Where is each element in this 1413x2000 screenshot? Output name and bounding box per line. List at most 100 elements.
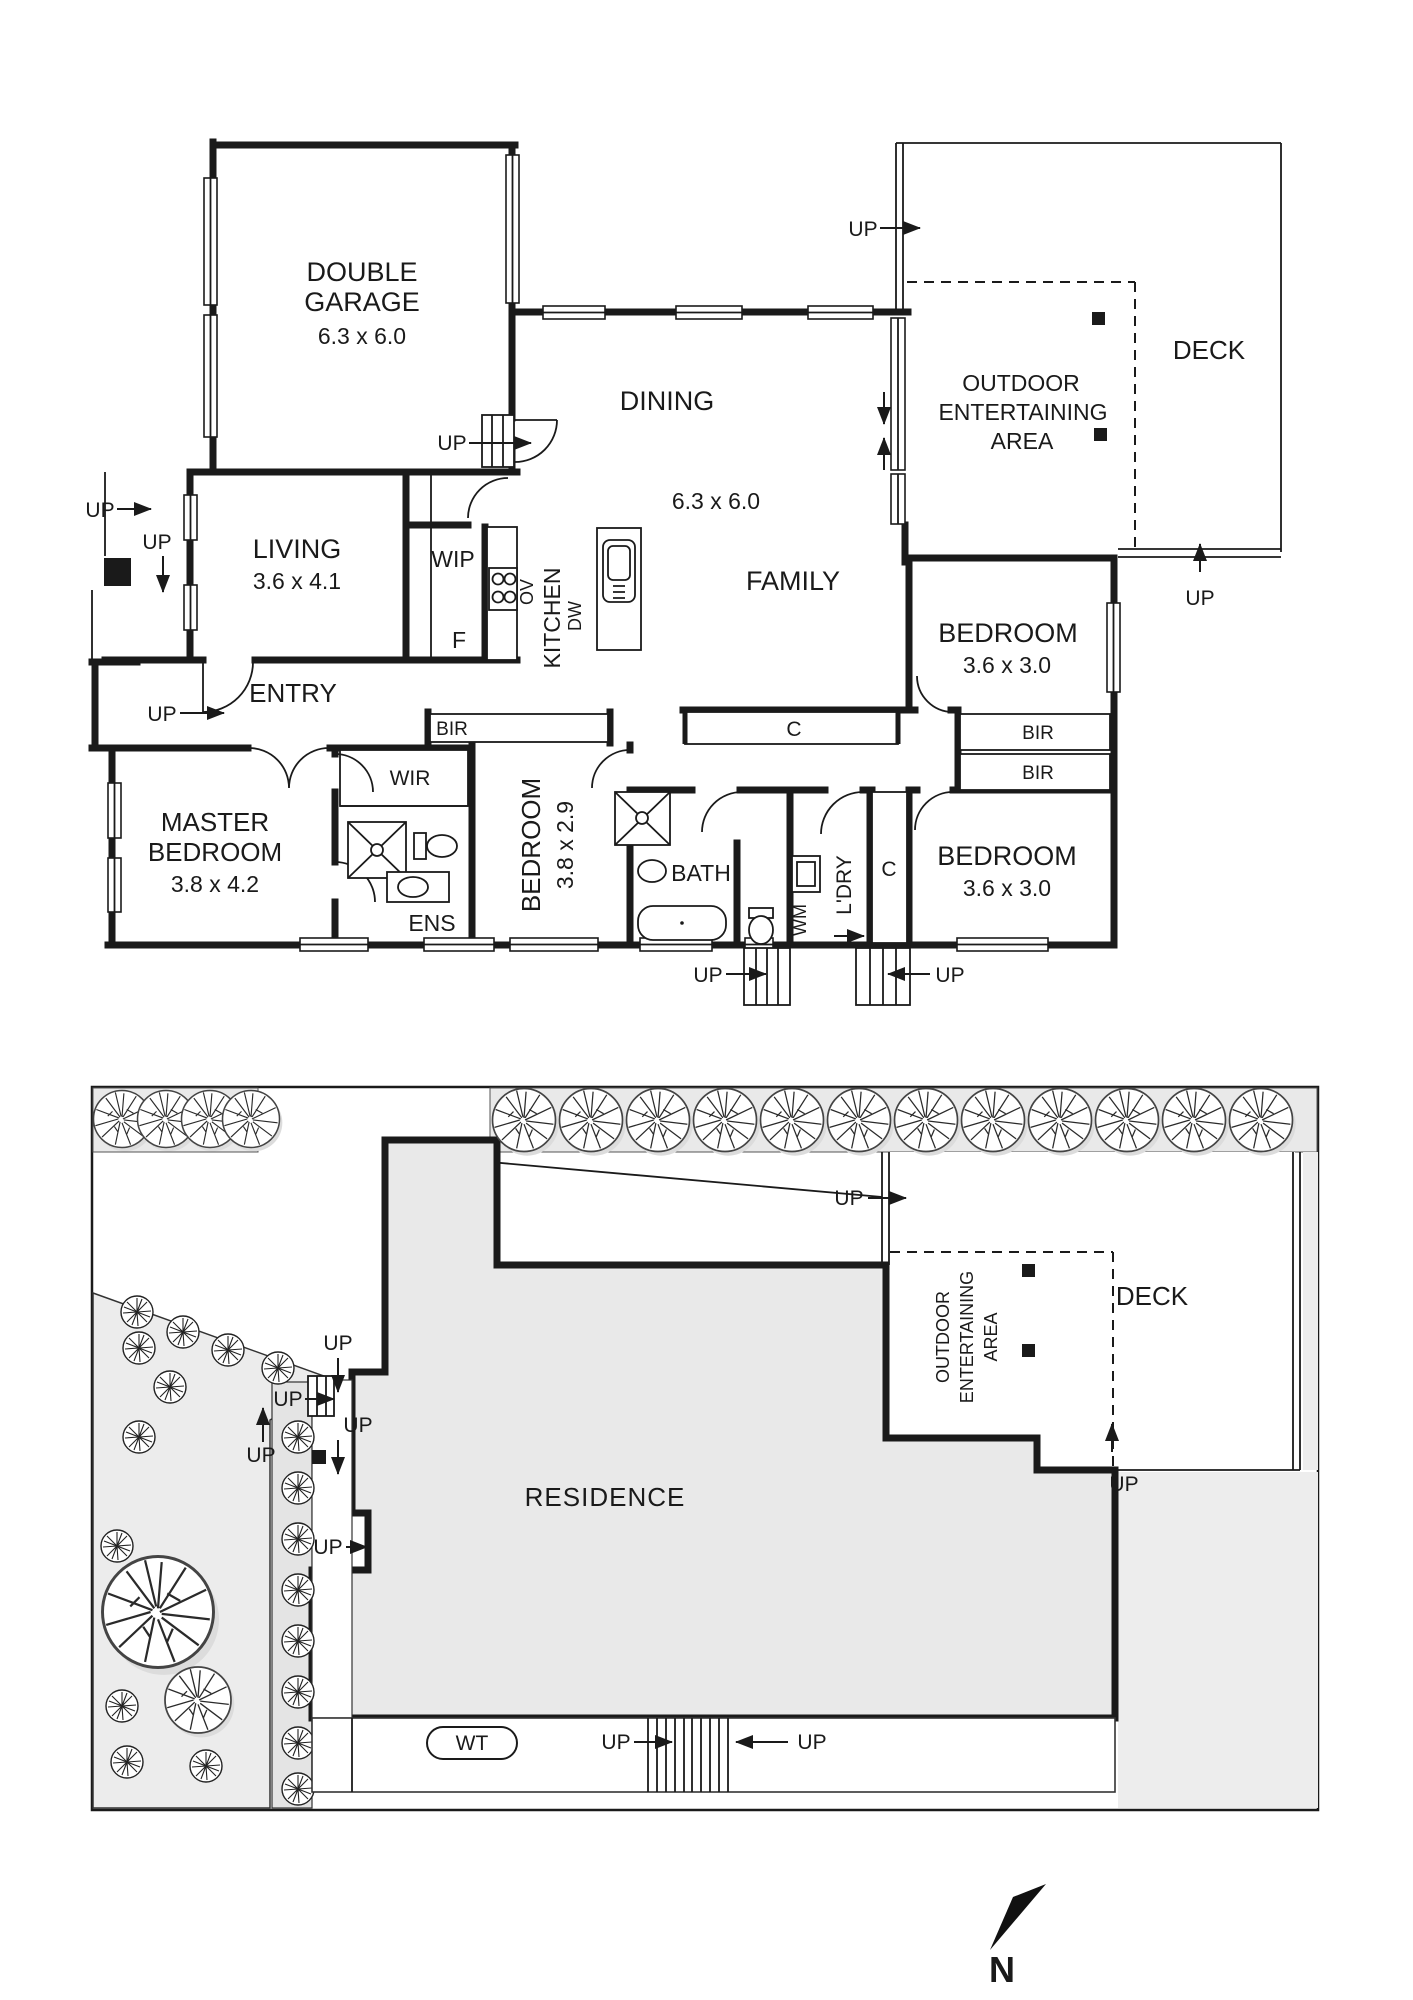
room-label-bedroom4: BEDROOM	[937, 841, 1077, 871]
window	[509, 937, 599, 952]
room-dim-family: 6.3 x 6.0	[672, 488, 760, 514]
window	[107, 857, 122, 913]
room-label-master-2: BEDROOM	[148, 837, 282, 867]
site-plan: RESIDENCE DECK OUTDOOR ENTERTAINING AREA…	[90, 1085, 1320, 1812]
stair-arrows	[117, 221, 1207, 981]
ensuite-fixtures	[347, 821, 458, 903]
shower-icon	[614, 791, 671, 846]
north-arrow-icon	[990, 1884, 1046, 1950]
room-label-wir: WIR	[390, 767, 431, 790]
site-up-1: UP	[323, 1332, 352, 1355]
window	[807, 305, 874, 320]
deck-post	[1092, 312, 1105, 325]
site-label-outdoor-3: AREA	[981, 1312, 1001, 1361]
front-steps-right	[691, 1718, 729, 1792]
room-dim-master: 3.8 x 4.2	[171, 871, 259, 897]
north-compass: N	[989, 1884, 1046, 1990]
floor-plan-labels: DOUBLE GARAGE 6.3 x 6.0 DINING 6.3 x 6.0…	[85, 218, 1245, 987]
bathtub-icon	[637, 905, 727, 941]
robes-closets	[339, 711, 1111, 944]
up-label-entry: UP	[147, 703, 176, 726]
site-up-front-left: UP	[601, 1731, 630, 1754]
site-label-outdoor-2: ENTERTAINING	[957, 1271, 977, 1403]
room-label-kitchen: KITCHEN	[539, 568, 565, 669]
window	[203, 314, 218, 438]
garden-bed	[92, 1291, 337, 1809]
window	[1106, 602, 1121, 693]
rear-stairs-right	[855, 947, 911, 1006]
up-label-porch-2: UP	[142, 531, 171, 554]
garage-stairs	[481, 414, 515, 468]
room-label-bedroom2: BEDROOM	[516, 778, 546, 912]
fixture-label-wm: WM	[790, 904, 810, 936]
room-dim-living: 3.6 x 4.1	[253, 568, 341, 594]
window	[956, 937, 1049, 952]
room-label-master-1: MASTER	[161, 807, 269, 837]
window	[542, 305, 606, 320]
verandah-band	[311, 1717, 1116, 1793]
fixture-label-fridge: F	[452, 627, 466, 653]
room-label-ens: ENS	[408, 910, 455, 936]
window	[505, 154, 520, 304]
room-label-laundry: L'DRY	[833, 855, 856, 915]
outdoor-area-dashed-boundary	[907, 281, 1136, 550]
up-label-deck-top: UP	[848, 218, 877, 241]
window	[299, 937, 369, 952]
driveway-edge	[489, 1161, 883, 1198]
water-tank-icon	[426, 1726, 518, 1760]
deck-post	[1022, 1344, 1035, 1357]
site-label-deck: DECK	[1116, 1281, 1189, 1311]
room-label-wip: WIP	[431, 546, 474, 572]
front-door-arc	[202, 661, 254, 713]
up-label-garage: UP	[437, 432, 466, 455]
basin-icon	[637, 859, 667, 883]
floor-plan: DOUBLE GARAGE 6.3 x 6.0 DINING 6.3 x 6.0…	[85, 138, 1282, 1006]
front-steps-left	[647, 1718, 685, 1792]
area-label-outdoor-1: OUTDOOR	[962, 370, 1080, 396]
master-double-door-arc	[248, 747, 330, 789]
north-label: N	[989, 1949, 1015, 1990]
up-label-rear-left: UP	[693, 964, 722, 987]
up-label-rear-right: UP	[935, 964, 964, 987]
site-plan-labels: RESIDENCE DECK OUTDOOR ENTERTAINING AREA…	[246, 1187, 1188, 1755]
site-up-deck: UP	[834, 1187, 863, 1210]
window	[675, 305, 743, 320]
window	[107, 782, 122, 839]
room-label-family: FAMILY	[746, 566, 840, 596]
garage-door-arc	[514, 419, 558, 463]
walkway	[311, 1379, 353, 1719]
site-label-residence: RESIDENCE	[525, 1482, 686, 1512]
window	[183, 494, 198, 541]
area-label-outdoor-3: AREA	[991, 428, 1054, 454]
room-dim-bedroom3: 3.6 x 3.0	[963, 652, 1051, 678]
room-dim-bedroom4: 3.6 x 3.0	[963, 875, 1051, 901]
room-label-garage-1: DOUBLE	[306, 257, 417, 287]
toilet-icon	[413, 832, 458, 860]
window	[890, 473, 906, 525]
sink-icon	[602, 539, 636, 603]
wir-door-arc	[334, 753, 374, 793]
laundry-door-arc	[820, 791, 864, 835]
closet-label-hall: C	[786, 718, 801, 741]
window	[183, 584, 198, 631]
window	[423, 937, 495, 952]
laundry-fixtures	[791, 855, 865, 943]
robe-label-bir3: BIR	[1022, 763, 1054, 784]
room-label-entry: ENTRY	[249, 678, 337, 708]
site-up-front-right: UP	[797, 1731, 826, 1754]
deck-edge-strip	[1303, 1152, 1318, 1470]
fixture-label-oven: OV	[517, 579, 537, 605]
sliding-door	[877, 317, 906, 471]
site-deck	[881, 1152, 1301, 1471]
site-up-3: UP	[246, 1444, 275, 1467]
robe-label-bir2: BIR	[1022, 723, 1054, 744]
bedroom2-door-arc	[591, 749, 631, 789]
site-label-water-tank: WT	[456, 1732, 489, 1755]
vanity-icon	[386, 871, 450, 903]
porch-steps	[307, 1375, 335, 1417]
site-stair-arrows	[256, 1191, 1119, 1554]
doors	[202, 419, 954, 903]
shower-icon	[347, 821, 407, 879]
